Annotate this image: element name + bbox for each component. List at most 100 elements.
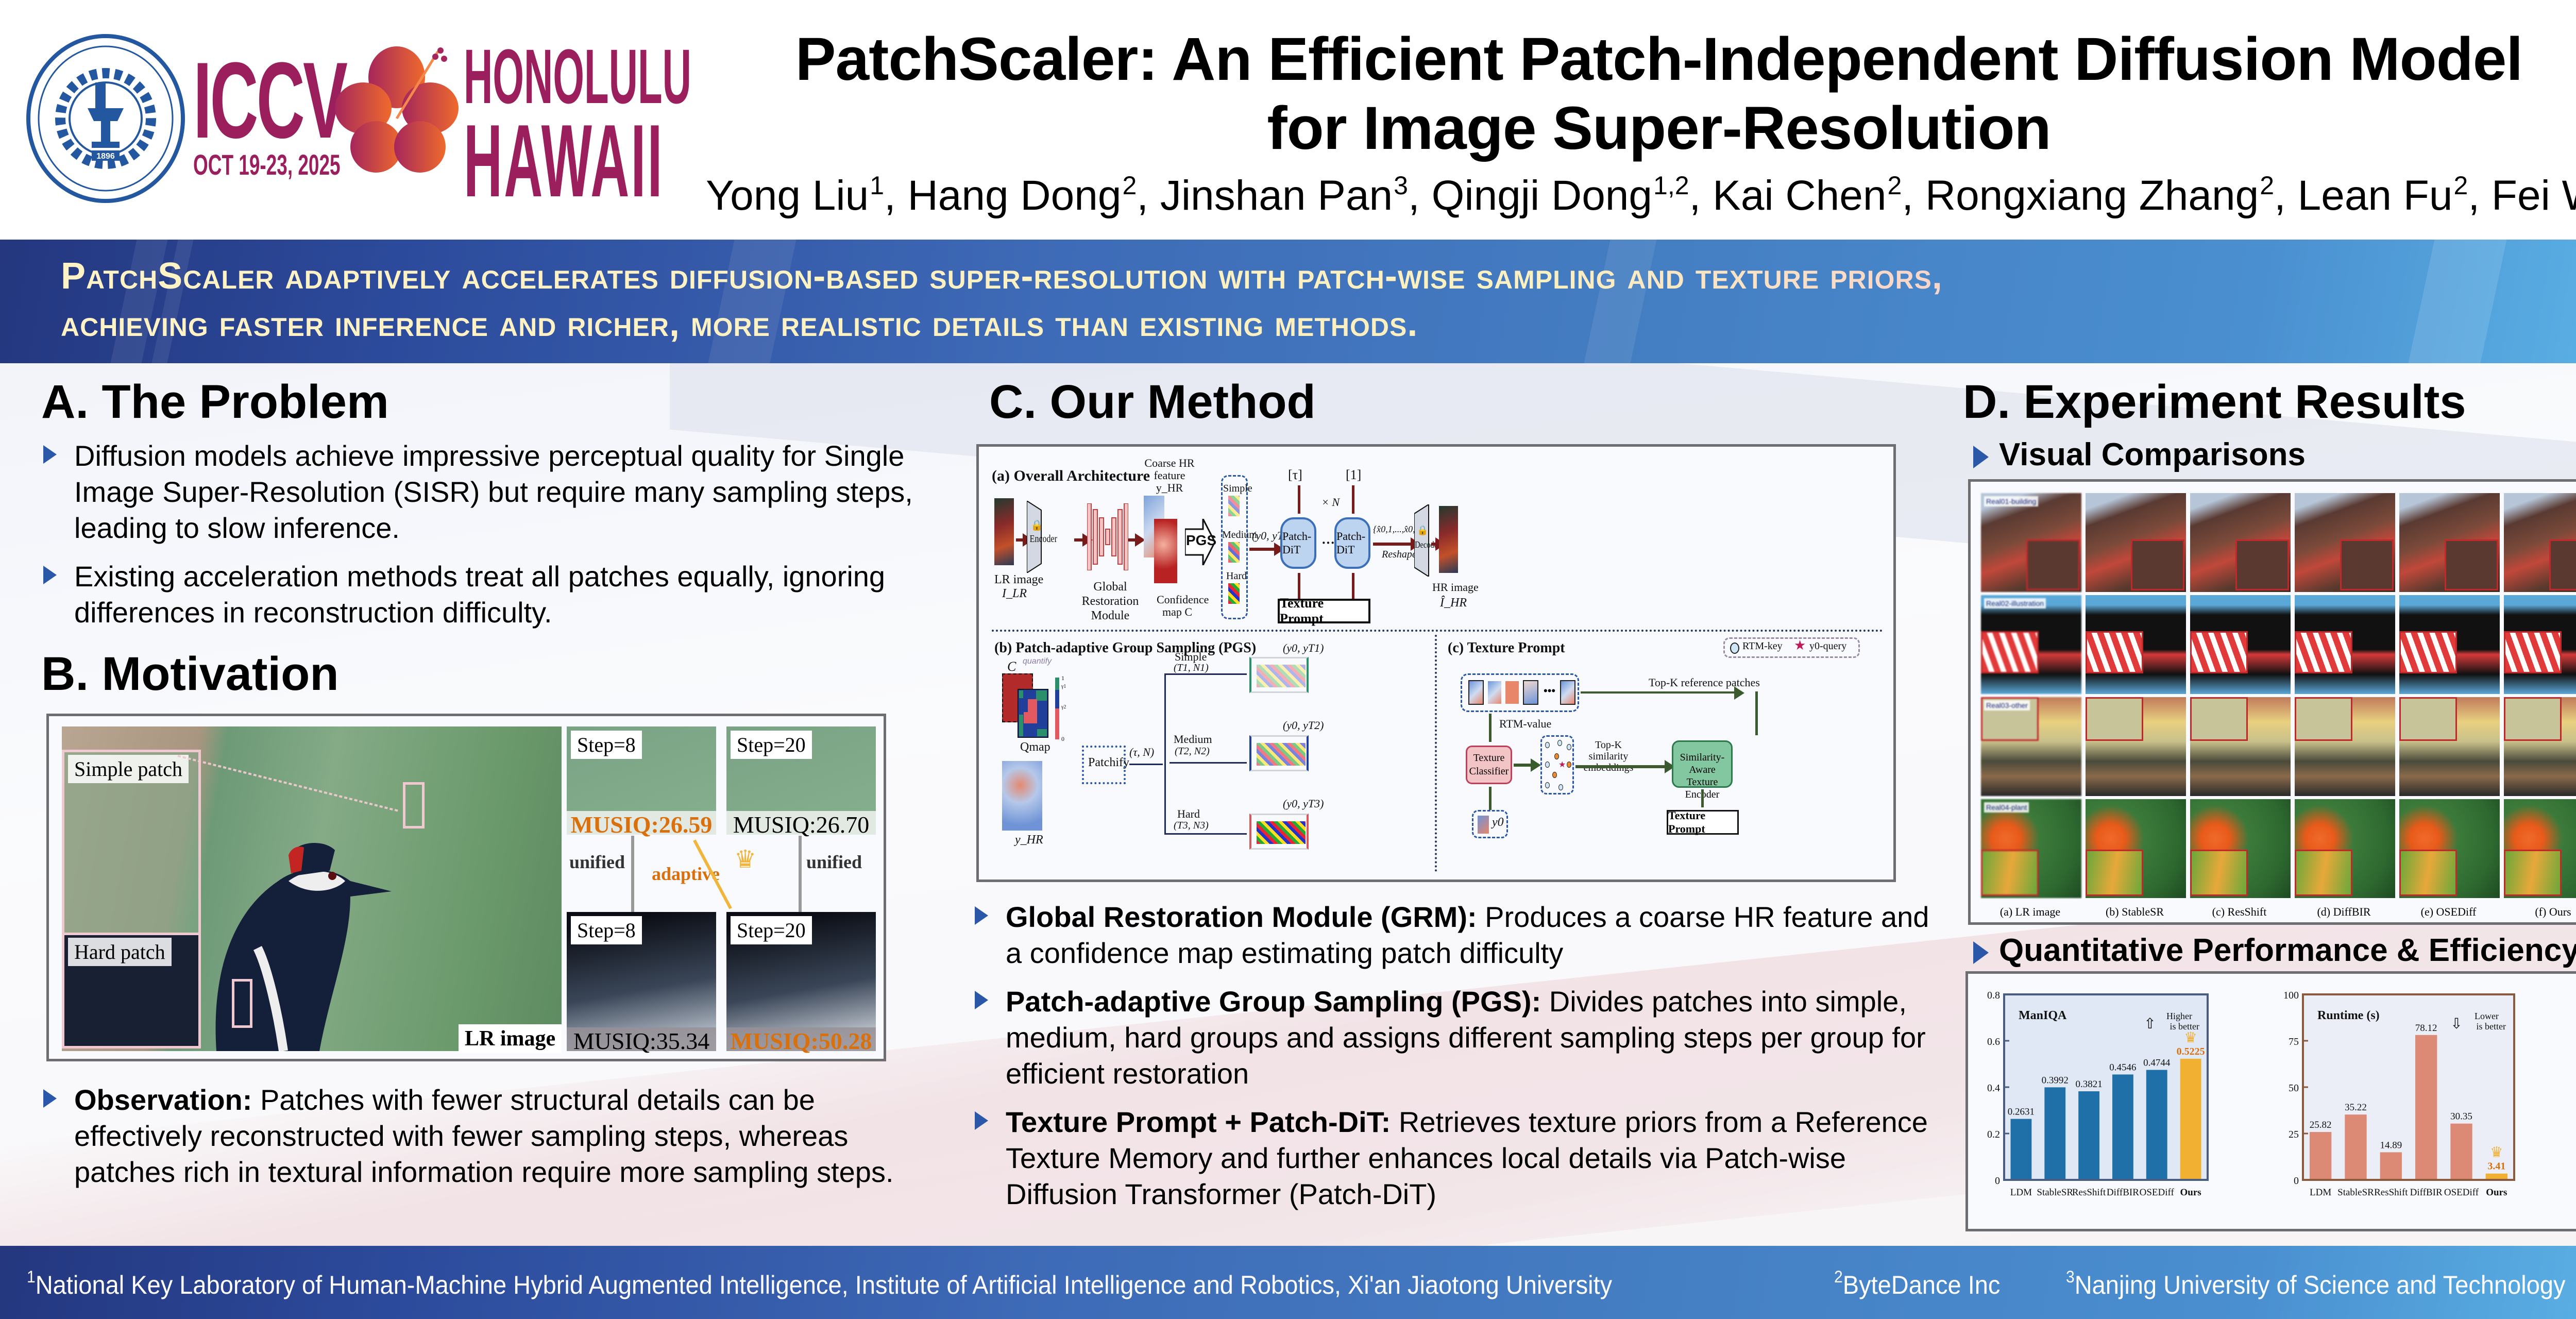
link-unified-right: unified bbox=[806, 852, 862, 872]
simple-patch-label: Simple patch bbox=[68, 755, 189, 783]
pgs-pair-simple: (y0, yT1) bbox=[1283, 641, 1324, 654]
zoom-inset bbox=[2295, 850, 2352, 896]
x-tick-label: LDM bbox=[2010, 1187, 2032, 1198]
rtm-key-legend-icon bbox=[1730, 642, 1739, 654]
y-tick-label: 0.8 bbox=[1987, 990, 2000, 1001]
motivation-figure: Simple patch Hard patch LR image Step=8 … bbox=[46, 714, 886, 1061]
pgs-group-hard: Hard bbox=[1177, 807, 1200, 820]
chart-annotation: is better bbox=[2170, 1021, 2199, 1031]
hr-symbol: Î_HR bbox=[1440, 596, 1467, 610]
panel-a-title: (a) Overall Architecture bbox=[992, 467, 1150, 484]
comparison-image bbox=[2504, 799, 2576, 898]
arrow bbox=[1128, 533, 1145, 547]
bullet-triangle-icon bbox=[43, 445, 57, 464]
lr-image-label: LR image bbox=[994, 573, 1044, 586]
comparison-row-tag: Real04-plant bbox=[1984, 802, 2029, 813]
reshape-label: Reshape bbox=[1382, 549, 1417, 560]
y-tick-label: 0.6 bbox=[1987, 1036, 2000, 1047]
decoder-label: Decoder bbox=[1415, 539, 1440, 550]
x-tick-label: Ours bbox=[2180, 1187, 2201, 1198]
comparison-image bbox=[2399, 595, 2500, 694]
divider bbox=[1435, 635, 1437, 872]
chart-title: ManIQA bbox=[2019, 1009, 2067, 1022]
zoom-inset bbox=[2190, 850, 2248, 896]
author: Jinshan Pan3 bbox=[1160, 171, 1408, 219]
comparison-column-caption: (e) OSEDiff bbox=[2420, 905, 2477, 918]
arrow bbox=[1701, 789, 1704, 807]
similarity-aware-encoder-block: Similarity-Aware Texture Encoder bbox=[1672, 740, 1733, 800]
tile-hard-step20: Step=20 MUSIQ:50.28 bbox=[726, 912, 876, 1054]
zoom-inset bbox=[1981, 850, 2039, 896]
bar bbox=[2380, 1152, 2402, 1179]
comparison-image bbox=[2295, 697, 2395, 796]
bar bbox=[2078, 1091, 2099, 1179]
bar-value-label: 0.5225 bbox=[2177, 1046, 2205, 1057]
lr-image-label: LR image bbox=[459, 1024, 562, 1053]
bullet-triangle-icon bbox=[1973, 941, 1989, 964]
x-tick-label: LDM bbox=[2310, 1187, 2331, 1198]
branch-line bbox=[1164, 673, 1166, 833]
pgs-label: PGS bbox=[1186, 532, 1217, 548]
zoom-inset bbox=[2295, 697, 2352, 741]
comparison-image bbox=[2399, 697, 2500, 796]
scale-tick: γ2 bbox=[1061, 704, 1066, 710]
comparison-image bbox=[2086, 595, 2186, 694]
crown-icon: ♛ bbox=[734, 846, 757, 873]
y0-query-legend-icon: ★ bbox=[1794, 637, 1806, 653]
affiliation-2: 2ByteDance Inc bbox=[1834, 1267, 2001, 1299]
patch-dit-block-1: Patch-DiT bbox=[1280, 517, 1316, 569]
bar bbox=[2180, 1058, 2201, 1179]
arrow-down-icon: ⇩ bbox=[2450, 1016, 2462, 1032]
group-simple-bracket bbox=[1249, 657, 1309, 693]
y-tick-label: 100 bbox=[2283, 990, 2299, 1001]
y-tick-label: 0.4 bbox=[1987, 1083, 2000, 1094]
bar-value-label: 0.3821 bbox=[2075, 1079, 2102, 1090]
texture-prompt-output: Texture Prompt bbox=[1667, 809, 1739, 835]
y-tick-label: 0.2 bbox=[1987, 1129, 2000, 1140]
iccv-logo: ICCV OCT 19-23, 2025 bbox=[193, 46, 348, 183]
chain-link-icon bbox=[631, 836, 634, 912]
x-tick-label: ResShift bbox=[2374, 1187, 2408, 1198]
grm-block bbox=[1087, 503, 1128, 570]
ellipsis: ••• bbox=[1544, 684, 1556, 697]
author: Fei Wang1 bbox=[2491, 172, 2576, 219]
runtime-chart: 025507510025.82LDM35.22StableSR14.89ResS… bbox=[2283, 990, 2515, 1198]
bar-value-label: 25.82 bbox=[2310, 1120, 2332, 1130]
bar-value-label: 14.89 bbox=[2380, 1140, 2402, 1151]
x-tick-label: OSEDiff bbox=[2140, 1187, 2175, 1198]
zoom-inset bbox=[2549, 539, 2576, 590]
comparison-image: Real02-illustration bbox=[1981, 595, 2081, 694]
author: Hang Dong2 bbox=[907, 171, 1137, 219]
chart-annotation: Lower bbox=[2475, 1011, 2499, 1021]
y-tick-label: 75 bbox=[2289, 1036, 2299, 1047]
yhr-thumb bbox=[1002, 761, 1042, 831]
crown-icon: ♛ bbox=[2490, 1145, 2503, 1161]
simple-patch-box bbox=[403, 782, 425, 828]
author-affiliation: 2 bbox=[2260, 171, 2275, 200]
zoom-inset bbox=[2086, 631, 2143, 673]
topk-sim-label: Top-K similarity embeddings bbox=[1584, 739, 1634, 773]
problem-bullets: Diffusion models achieve impressive perc… bbox=[37, 438, 934, 643]
section-results-title: D. Experiment Results bbox=[1963, 376, 2466, 428]
author-affiliation: 2 bbox=[1122, 171, 1137, 200]
topk-ref-label: Top-K reference patches bbox=[1649, 676, 1760, 689]
zoom-inset bbox=[2504, 631, 2562, 673]
poster-title: PatchScaler: An Efficient Patch-Independ… bbox=[795, 25, 2523, 162]
tile-hard-step8: Step=8 MUSIQ:35.34 bbox=[567, 912, 716, 1054]
rtm-value-box: ••• bbox=[1461, 673, 1579, 712]
scale-tick: 0 bbox=[1061, 735, 1064, 742]
hard-patch-box bbox=[232, 979, 252, 1028]
group-simple: Simple bbox=[1223, 483, 1252, 494]
one-input: [1] bbox=[1346, 467, 1362, 482]
method-figure: (a) Overall Architecture LR image I_LR E… bbox=[976, 444, 1896, 882]
x-tick-label: Ours bbox=[2486, 1187, 2507, 1198]
zoom-inset bbox=[2235, 539, 2289, 590]
tile-simple-step8: Step=8 MUSIQ:26.59 bbox=[567, 726, 716, 838]
comparison-image bbox=[2295, 799, 2395, 898]
comparison-image bbox=[2086, 799, 2186, 898]
group-hard: Hard bbox=[1226, 570, 1247, 582]
bar-value-label: 3.41 bbox=[2487, 1161, 2505, 1172]
lock-icon: 🔒 bbox=[1417, 525, 1429, 535]
divider bbox=[992, 630, 1883, 632]
bar bbox=[2146, 1070, 2167, 1179]
